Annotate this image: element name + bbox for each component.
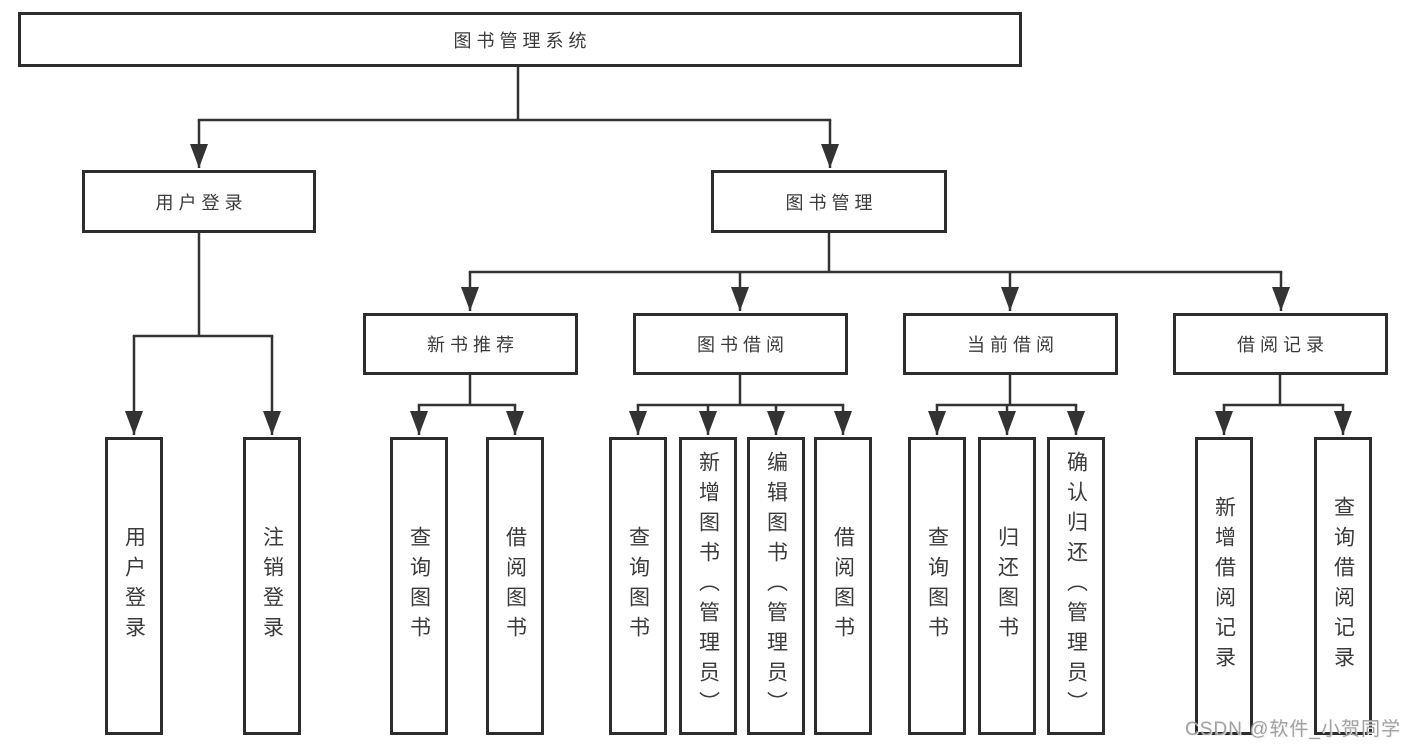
node-label: 查询借阅记录 xyxy=(1331,496,1355,676)
node-label: 借阅记录 xyxy=(1237,335,1329,355)
leaf-query-books: 查询图书 xyxy=(908,437,966,735)
leaf-borrow-books: 借阅图书 xyxy=(486,437,544,735)
node-borrow-records: 借阅记录 xyxy=(1173,313,1388,375)
leaf-add-books-admin: 新增图书（管理员） xyxy=(679,437,737,735)
node-label: 借阅图书 xyxy=(831,526,855,646)
leaf-query-books: 查询图书 xyxy=(390,437,448,735)
branch-book-borrow xyxy=(629,375,852,435)
branch-new-book xyxy=(410,375,524,435)
node-label: 图书管理 xyxy=(785,192,878,213)
branch-current-borrow xyxy=(928,375,1085,435)
node-label: 查询图书 xyxy=(407,526,431,646)
leaf-query-books: 查询图书 xyxy=(609,437,667,735)
branch-user-login xyxy=(125,233,281,435)
branch-root xyxy=(190,67,839,168)
node-label: 归还图书 xyxy=(995,526,1019,646)
node-label: 当前借阅 xyxy=(967,335,1059,355)
branch-book-management xyxy=(461,233,1290,311)
node-user-login-module: 用户登录 xyxy=(82,170,316,233)
node-current-borrow: 当前借阅 xyxy=(903,313,1118,375)
node-label: 新增图书（管理员） xyxy=(696,451,720,721)
leaf-edit-books-admin: 编辑图书（管理员） xyxy=(747,437,805,735)
node-label: 用户登录 xyxy=(122,526,146,646)
node-label: 编辑图书（管理员） xyxy=(764,451,788,721)
leaf-return-books: 归还图书 xyxy=(978,437,1036,735)
node-label: 图书管理系统 xyxy=(453,30,592,51)
node-label: 新书推荐 xyxy=(427,335,519,355)
leaf-logout: 注销登录 xyxy=(243,437,301,735)
leaf-confirm-return-admin: 确认归还（管理员） xyxy=(1047,437,1105,735)
csdn-watermark: CSDN @软件_小贺同学 xyxy=(1185,719,1401,740)
node-system-root: 图书管理系统 xyxy=(18,12,1022,67)
node-label: 查询图书 xyxy=(925,526,949,646)
node-label: 查询图书 xyxy=(626,526,650,646)
node-label: 图书借阅 xyxy=(697,335,789,355)
leaf-user-login: 用户登录 xyxy=(105,437,163,735)
leaf-add-borrow-record: 新增借阅记录 xyxy=(1195,437,1253,735)
node-label: 注销登录 xyxy=(260,526,284,646)
node-book-management-module: 图书管理 xyxy=(711,170,947,233)
node-label: 确认归还（管理员） xyxy=(1064,451,1088,721)
branch-records xyxy=(1215,375,1352,435)
node-label: 借阅图书 xyxy=(503,526,527,646)
node-book-borrow: 图书借阅 xyxy=(633,313,848,375)
node-label: 新增借阅记录 xyxy=(1212,496,1236,676)
leaf-borrow-books: 借阅图书 xyxy=(814,437,872,735)
leaf-query-borrow-record: 查询借阅记录 xyxy=(1314,437,1372,735)
node-new-book-recommend: 新书推荐 xyxy=(363,313,578,375)
node-label: 用户登录 xyxy=(155,192,248,213)
